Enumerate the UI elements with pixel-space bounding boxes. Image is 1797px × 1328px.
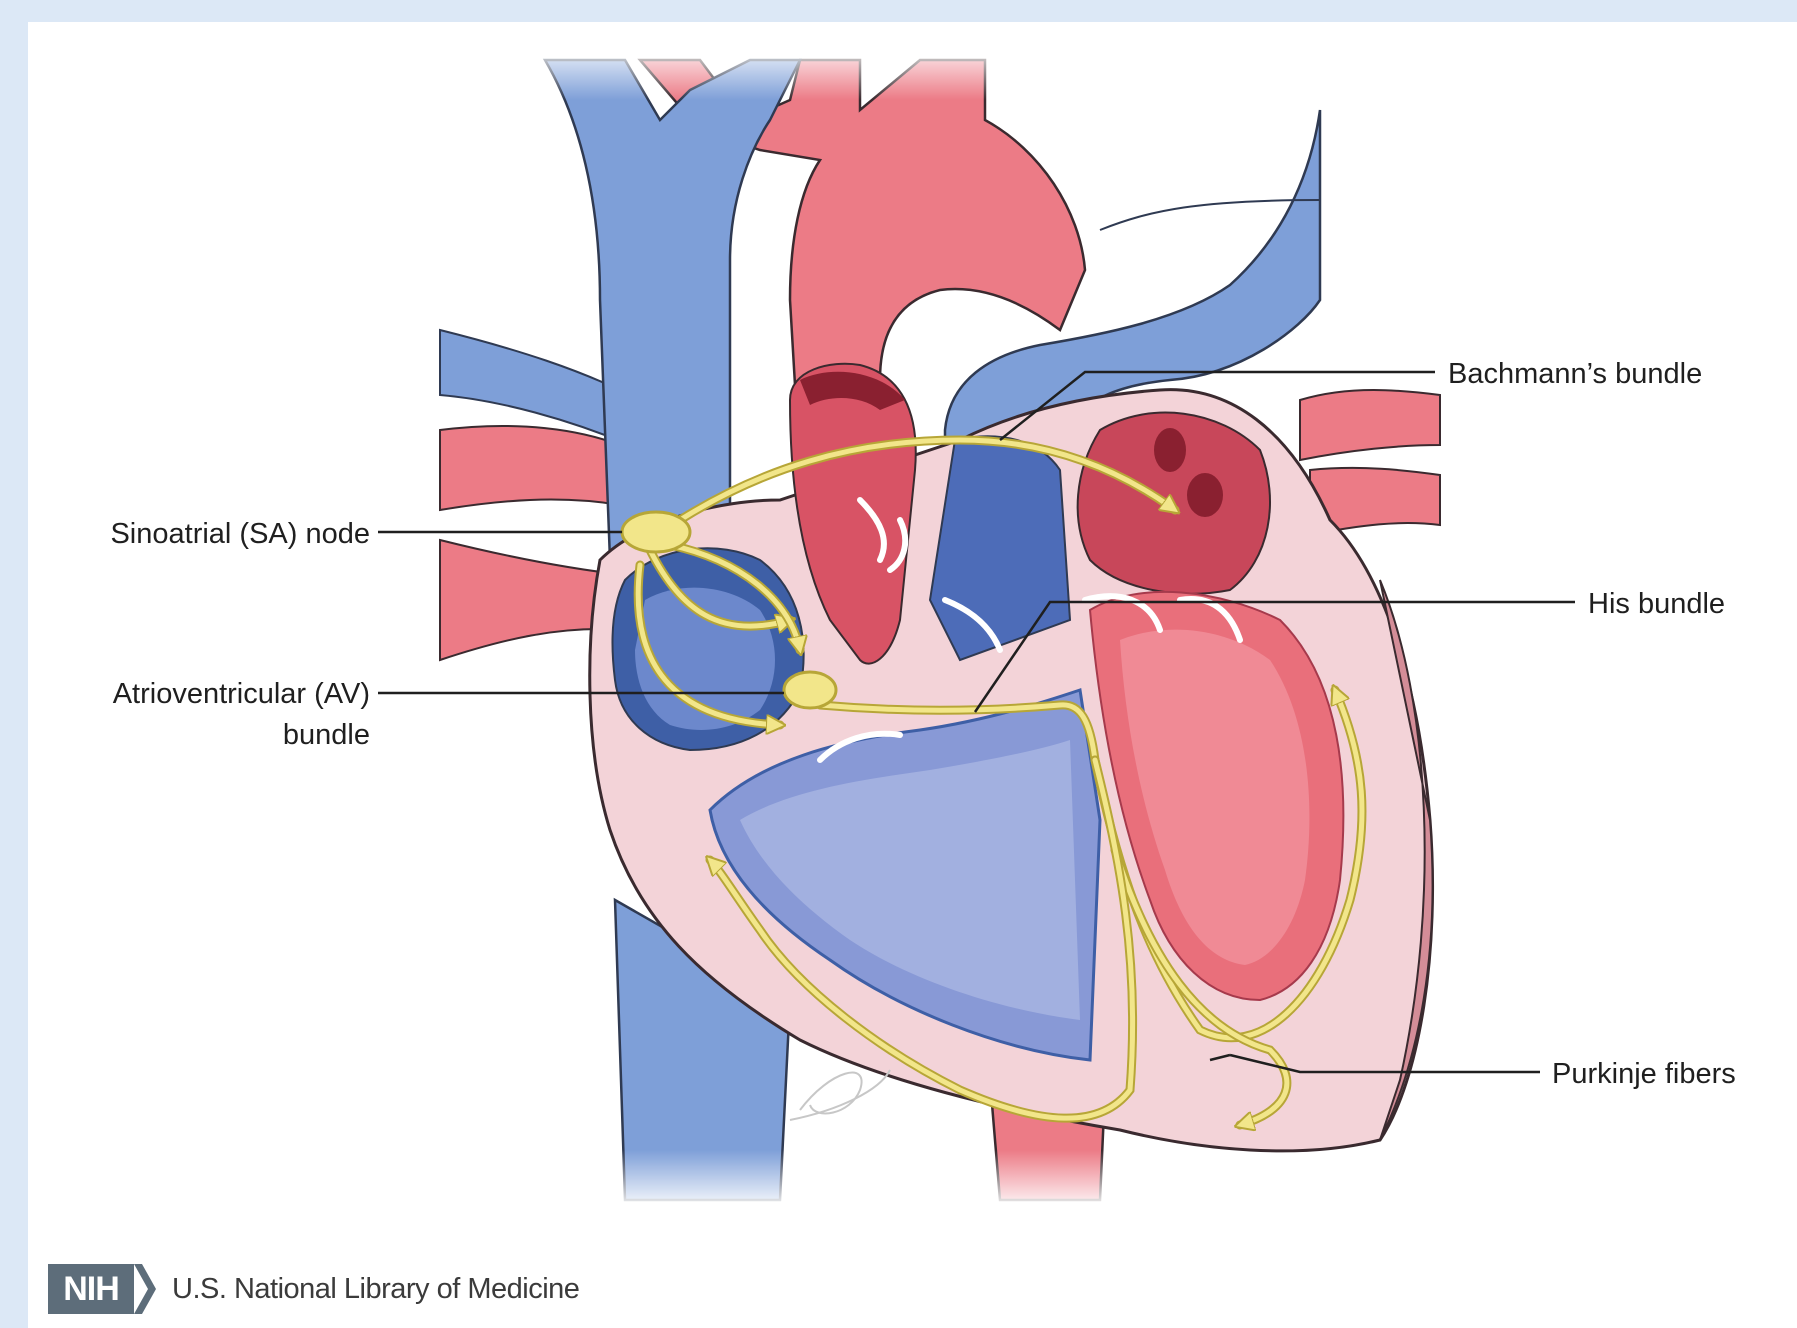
label-his: His bundle [1588,588,1725,620]
right-ventricle-outflow [930,436,1070,660]
label-purkinje: Purkinje fibers [1552,1058,1736,1090]
label-bachmann: Bachmann’s bundle [1448,358,1702,390]
nih-logo: NIH [48,1264,158,1314]
label-av-line2: bundle [283,719,370,751]
chevron-right-icon [134,1264,158,1314]
artist-signature [790,1070,890,1120]
nih-logo-text: NIH [48,1264,134,1314]
av-node [784,672,836,708]
left-atrium [1078,413,1270,594]
footer-credit: NIH U.S. National Library of Medicine [48,1264,579,1314]
label-av-line1: Atrioventricular (AV) [113,678,370,710]
org-name: U.S. National Library of Medicine [172,1273,579,1306]
sa-node [622,512,690,552]
label-sa-node: Sinoatrial (SA) node [110,518,370,550]
